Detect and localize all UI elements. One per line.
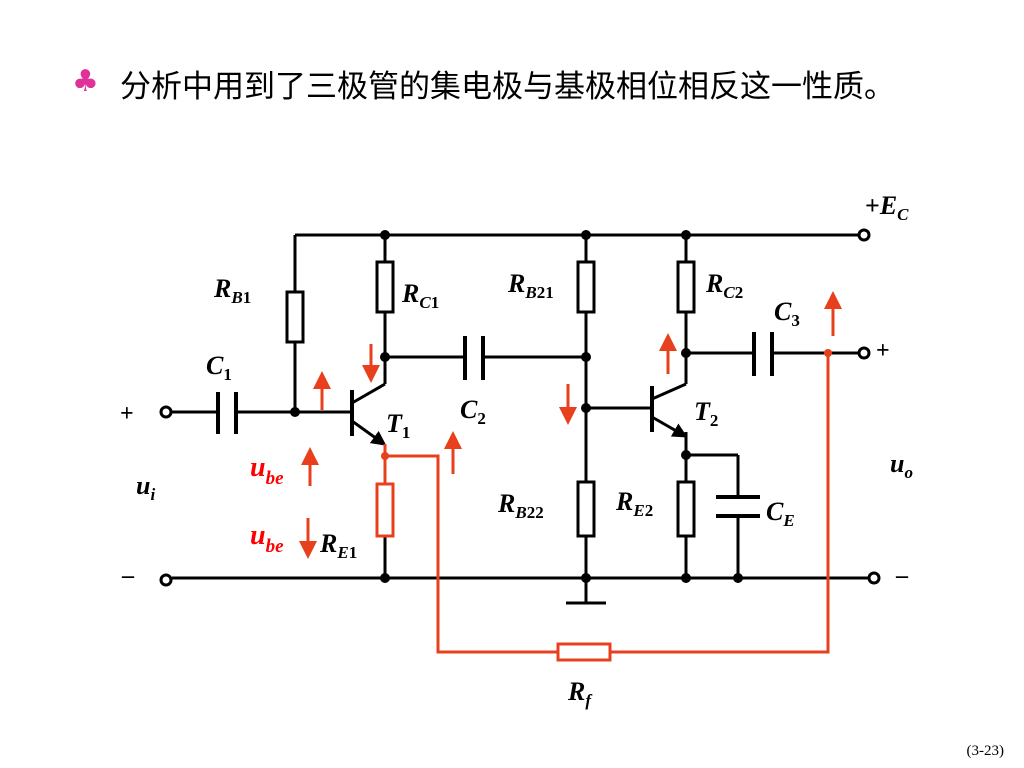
label-t1: T1 <box>386 409 410 442</box>
label-rb22: RB22 <box>497 489 544 522</box>
label-re1: RE1 <box>319 529 357 562</box>
phase-arrows <box>299 291 842 559</box>
label-ube-bottom: ube <box>250 520 284 557</box>
input-plus-sign: + <box>120 401 134 427</box>
terminal-signs: + – + – <box>120 338 909 589</box>
label-rc2: RC2 <box>705 269 743 302</box>
transistor-t2 <box>650 382 688 438</box>
supply-label: +EC <box>865 191 909 224</box>
junction-dots <box>290 230 743 583</box>
terminals <box>159 228 881 587</box>
input-minus-terminal <box>159 573 173 587</box>
resistor-re2 <box>676 480 696 538</box>
label-ui: ui <box>136 471 155 504</box>
page-number: (3-23) <box>966 743 1005 759</box>
resistor-rb21 <box>576 260 596 314</box>
label-rb21: RB21 <box>507 269 554 302</box>
bullet-point: ♣ 分析中用到了三极管的集电极与基极相位相反这一性质。 <box>72 62 932 112</box>
resistor-rb1 <box>285 290 305 344</box>
club-bullet-icon: ♣ <box>72 64 99 99</box>
transistor-t1 <box>350 382 387 446</box>
output-plus-terminal <box>857 346 871 360</box>
output-minus-terminal <box>867 571 881 585</box>
label-c3: C3 <box>774 297 800 330</box>
label-c1: C1 <box>206 351 232 384</box>
resistor-rf <box>556 642 612 662</box>
resistor-rc1 <box>375 260 395 314</box>
resistor-rb22 <box>576 480 596 538</box>
input-plus-terminal <box>159 405 173 419</box>
supply-terminal <box>857 228 871 242</box>
label-uo: uo <box>890 449 913 482</box>
label-rb1: RB1 <box>213 274 251 307</box>
label-t2: T2 <box>694 397 718 430</box>
output-minus-sign: – <box>895 563 909 589</box>
output-plus-sign: + <box>876 338 890 364</box>
resistor-rc2 <box>676 260 696 314</box>
resistors <box>285 260 696 538</box>
label-c2: C2 <box>460 395 486 428</box>
label-rf: Rf <box>567 677 593 710</box>
feedback-path <box>375 349 832 662</box>
label-rc1: RC1 <box>401 279 439 312</box>
label-re2: RE2 <box>615 487 653 520</box>
capacitors <box>216 332 774 518</box>
bullet-text: 分析中用到了三极管的集电极与基极相位相反这一性质。 <box>120 69 895 105</box>
component-labels: +EC RB1 RC1 RB21 RC2 C3 C1 T1 C2 T2 RB22… <box>206 191 909 710</box>
input-minus-sign: – <box>121 563 135 589</box>
signal-labels: ui uo ube ube <box>136 449 913 557</box>
resistor-re1 <box>375 482 395 538</box>
label-ce: CE <box>766 497 795 530</box>
label-ube-top: ube <box>250 452 284 489</box>
